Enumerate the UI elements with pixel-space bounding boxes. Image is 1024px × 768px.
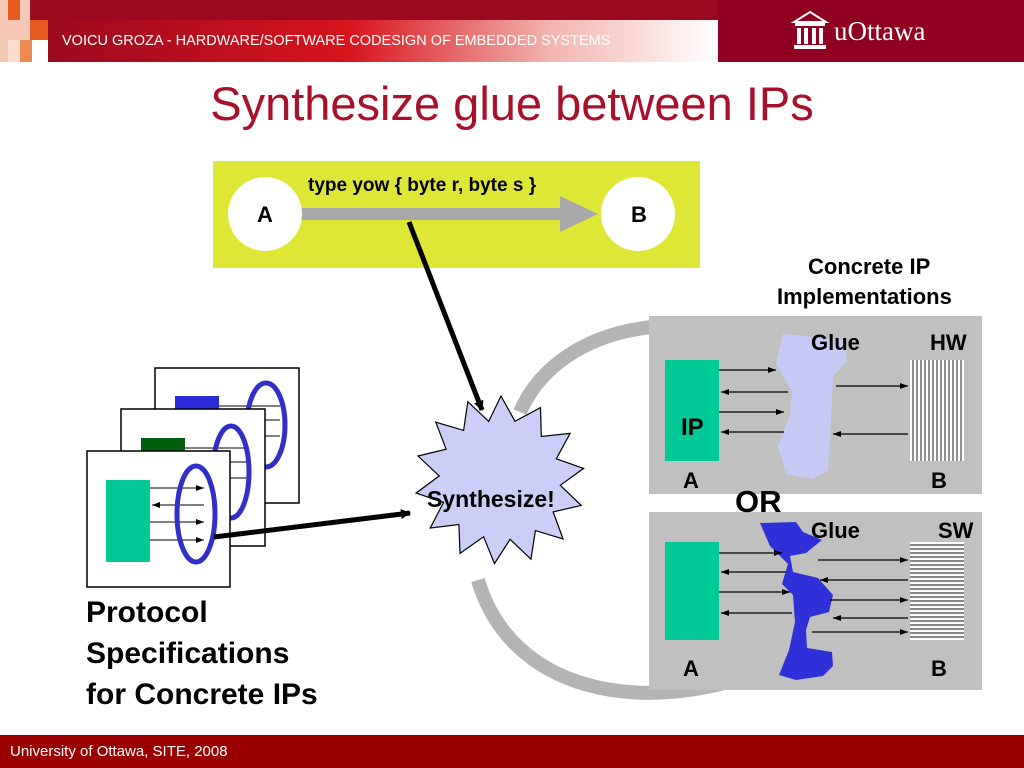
university-logo-text: uOttawa: [834, 16, 926, 46]
hw-implementation-panel: [649, 316, 982, 494]
sw-glue-label: Glue: [811, 518, 860, 543]
sw-b-label: B: [931, 656, 947, 681]
hw-ip-label: IP: [681, 414, 704, 441]
footer-text: University of Ottawa, SITE, 2008: [10, 743, 228, 760]
sw-bus-block: [910, 542, 964, 640]
protocol-caption-line1: Protocol: [86, 596, 208, 629]
protocol-spec-card-front: [86, 450, 231, 588]
hw-glue-blob: [776, 334, 847, 479]
protocol-caption-line3: for Concrete IPs: [86, 678, 318, 711]
synthesize-label: Synthesize!: [427, 486, 555, 512]
sw-glue-blob: [760, 522, 833, 680]
university-building-icon: [790, 10, 830, 49]
channel-arrow-head: [560, 196, 598, 232]
specs-to-synth-arrow: [213, 509, 411, 540]
hw-glue-label: Glue: [811, 330, 860, 355]
node-a-circle: [228, 177, 302, 251]
course-header-text: VOICU GROZA - HARDWARE/SOFTWARE CODESIGN…: [62, 33, 611, 49]
uottawa-logo: uOttawa: [790, 10, 950, 54]
protocol-caption-line2: Specifications: [86, 637, 290, 670]
node-b-circle: [601, 177, 675, 251]
concrete-title-line2: Implementations: [777, 284, 952, 309]
sw-implementation-panel: [649, 512, 982, 690]
or-label: OR: [735, 484, 782, 519]
concrete-title-line1: Concrete IP: [808, 254, 931, 279]
hw-kind-label: HW: [930, 330, 967, 355]
header-bar: [0, 0, 1024, 84]
hw-ip-block: [665, 360, 719, 461]
channel-to-synth-arrow: [406, 221, 485, 411]
sw-signal-arrows: [719, 550, 908, 635]
sw-kind-label: SW: [938, 518, 974, 543]
node-a-label: A: [257, 202, 273, 227]
sw-a-label: A: [683, 656, 699, 681]
hw-a-label: A: [683, 468, 699, 493]
hw-b-label: B: [931, 468, 947, 493]
slide-title: Synthesize glue between IPs: [210, 77, 814, 130]
hw-bus-block: [910, 360, 964, 461]
channel-box: [213, 161, 700, 268]
hw-signal-arrows: [719, 367, 908, 437]
synthesize-starburst: [414, 394, 585, 565]
node-b-label: B: [631, 202, 647, 227]
channel-type-declaration: type yow { byte r, byte s }: [308, 175, 537, 196]
header-graphic: [0, 0, 1024, 84]
sw-ip-block: [665, 542, 719, 640]
footer-bar: University of Ottawa, SITE, 2008: [0, 735, 1024, 768]
